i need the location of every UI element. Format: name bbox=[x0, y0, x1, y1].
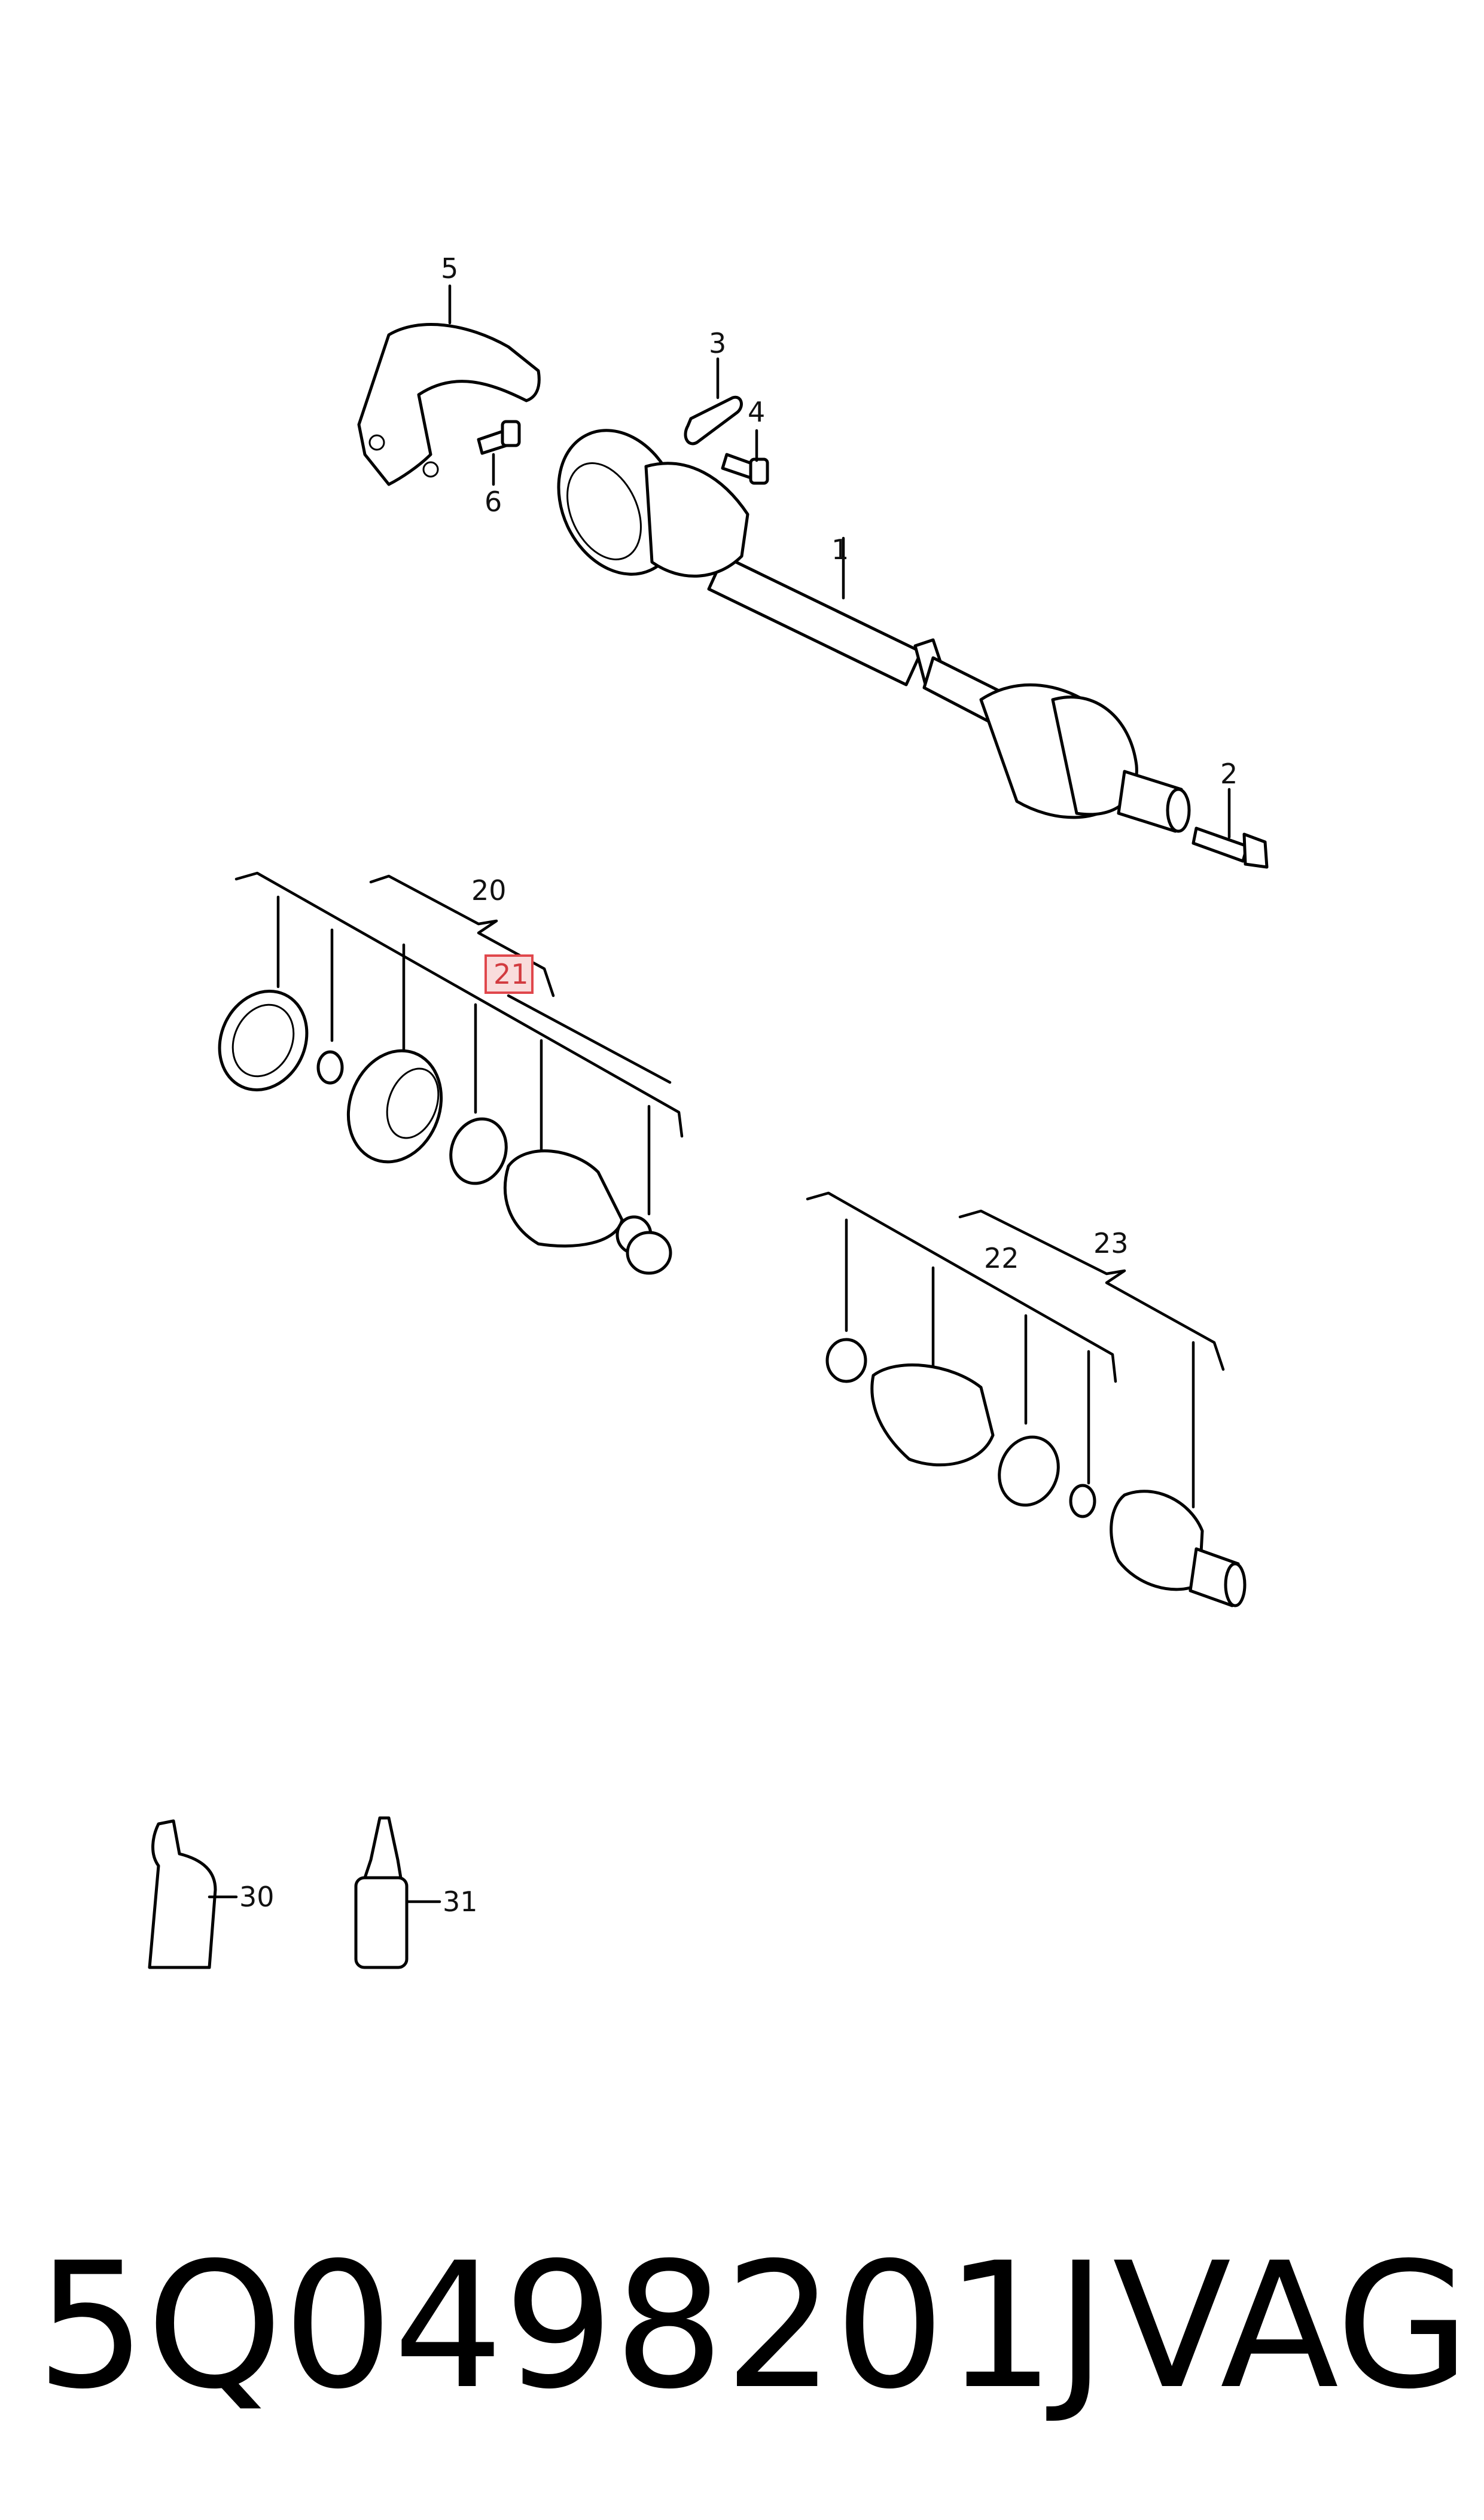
callout-labels: 1 2 3 4 5 6 20 21 22 23 30 31 bbox=[239, 252, 1238, 1918]
highlight-box-21 bbox=[484, 954, 534, 994]
bolt-head bbox=[1242, 832, 1269, 869]
bracket-20 bbox=[369, 874, 555, 997]
joint-boot bbox=[503, 1149, 624, 1248]
grease-tube-part-30 bbox=[148, 1819, 238, 1969]
sealant-bottle-part-31 bbox=[354, 1816, 441, 1969]
heat-shield-hole bbox=[422, 461, 439, 478]
bolt-shank bbox=[1192, 826, 1249, 863]
seal-ring-inner bbox=[231, 1003, 295, 1078]
bracket-22 bbox=[806, 1191, 1117, 1383]
callout-6: 6 bbox=[484, 486, 502, 518]
bracket-23 bbox=[958, 1209, 1225, 1371]
brand-name: VAG bbox=[1113, 2226, 1470, 2427]
heat-shield-body bbox=[357, 323, 541, 486]
callout-2: 2 bbox=[1220, 758, 1238, 790]
callout-31: 31 bbox=[443, 1886, 478, 1918]
callout-21: 21 bbox=[493, 958, 529, 990]
hose-clamp-small bbox=[626, 1231, 672, 1275]
cv-joint-outer bbox=[1110, 1490, 1204, 1591]
small-clamp-2 bbox=[825, 1338, 867, 1383]
bolt-part-2 bbox=[1192, 826, 1269, 869]
circlip-2 bbox=[1069, 1484, 1096, 1518]
outer-spline-end bbox=[1224, 1562, 1247, 1607]
seal-ring bbox=[218, 989, 309, 1092]
callout-3: 3 bbox=[709, 327, 726, 359]
joint-boot-2 bbox=[870, 1363, 995, 1467]
callout-1: 1 bbox=[831, 533, 849, 566]
callout-30: 30 bbox=[239, 1881, 275, 1913]
heat-shield-hole bbox=[368, 434, 385, 451]
kit-20-21 bbox=[218, 871, 684, 1275]
bolt4-head bbox=[749, 457, 769, 485]
bolt-part-6 bbox=[477, 420, 521, 455]
callout-22: 22 bbox=[984, 1242, 1019, 1274]
callout-5: 5 bbox=[441, 252, 458, 285]
kit-22-23 bbox=[806, 1191, 1247, 1607]
heat-shield-part-5 bbox=[357, 323, 541, 486]
bolt6-head bbox=[501, 420, 521, 447]
callout-23: 23 bbox=[1093, 1227, 1129, 1259]
bottle-nozzle bbox=[363, 1816, 403, 1880]
inner-boot bbox=[644, 462, 749, 578]
bottle-body bbox=[354, 1876, 409, 1969]
hose-clamp-large-2 bbox=[998, 1435, 1060, 1507]
callout-20: 20 bbox=[471, 874, 507, 907]
bracket-21 bbox=[507, 994, 672, 1084]
circlip bbox=[316, 1050, 344, 1085]
shaft-tube bbox=[707, 554, 923, 687]
grease-tube bbox=[148, 1819, 217, 1969]
part-number: 5Q0498201J bbox=[36, 2226, 1107, 2427]
cv-joint-bore bbox=[386, 1067, 440, 1139]
lock-plate-part-3 bbox=[684, 395, 743, 446]
drive-shaft-assembly bbox=[557, 429, 1191, 833]
outer-joint bbox=[1051, 695, 1138, 816]
hose-clamp-large bbox=[449, 1117, 508, 1185]
cv-joint-inner bbox=[346, 1049, 443, 1164]
inner-joint-face bbox=[566, 462, 642, 560]
spline-end bbox=[1166, 788, 1191, 833]
bolt-part-4 bbox=[721, 453, 769, 485]
callout-4: 4 bbox=[748, 396, 765, 428]
bracket-outer bbox=[234, 871, 684, 1138]
top-leaders bbox=[448, 284, 1231, 839]
